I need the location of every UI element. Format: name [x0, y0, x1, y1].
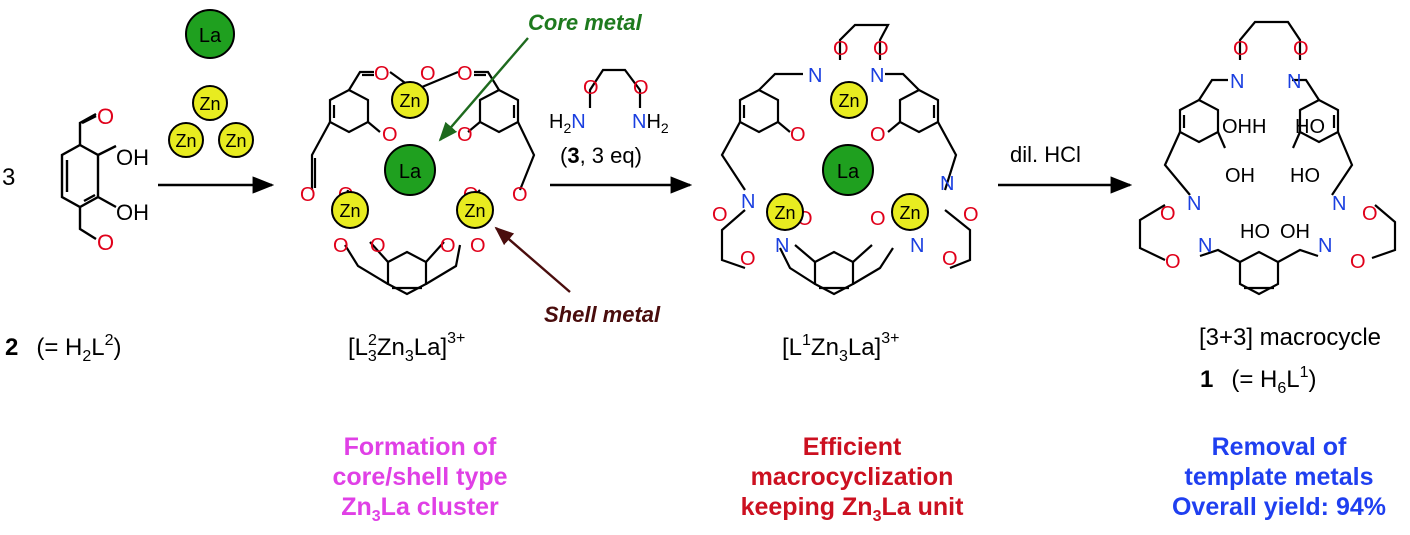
- compound-2-labels: 3 O O OH OH: [2, 104, 149, 255]
- compound-2-structure: [60, 112, 117, 241]
- macrocycle-label: 1(= H6L1): [1200, 364, 1317, 397]
- svg-text:Zn: Zn: [899, 203, 920, 223]
- svg-text:Zn: Zn: [175, 131, 196, 151]
- atom-oh: OH: [116, 200, 149, 225]
- acid-reagent: dil. HCl: [1010, 142, 1081, 167]
- svg-text:O: O: [833, 38, 849, 60]
- svg-text:O: O: [963, 204, 979, 226]
- svg-text:O: O: [1350, 251, 1366, 273]
- svg-text:O: O: [300, 184, 316, 206]
- svg-text:N: N: [741, 191, 755, 213]
- cluster-skeleton: [310, 70, 536, 296]
- svg-text:O: O: [374, 63, 390, 85]
- shell-metal-pointer: [494, 226, 571, 293]
- svg-text:H2N: H2N: [549, 111, 586, 136]
- caption-step-1: Formation of core/shell type Zn3La clust…: [332, 433, 508, 525]
- svg-text:O: O: [870, 124, 886, 146]
- diamine-labels: O O H2N NH2: [549, 77, 669, 136]
- svg-text:N: N: [910, 235, 924, 257]
- svg-text:O: O: [440, 235, 456, 257]
- reagent-zn-balls: Zn Zn Zn: [168, 85, 254, 158]
- svg-text:O: O: [870, 208, 886, 230]
- svg-text:NH2: NH2: [632, 111, 669, 136]
- svg-text:Zn: Zn: [464, 201, 485, 221]
- svg-text:O: O: [1362, 203, 1378, 225]
- svg-text:La: La: [199, 25, 222, 47]
- svg-text:O: O: [457, 124, 473, 146]
- complex-metals: Zn Zn Zn La: [766, 81, 929, 231]
- svg-text:HO: HO: [1240, 221, 1270, 243]
- caption-step-2: Efficient macrocyclization keeping Zn3La…: [740, 433, 964, 525]
- svg-text:OH: OH: [1280, 221, 1310, 243]
- svg-text:OHH: OHH: [1222, 116, 1266, 138]
- atom-oh: OH: [116, 145, 149, 170]
- compound-2-label: 2(= H2L2): [5, 332, 122, 365]
- svg-text:O: O: [873, 38, 889, 60]
- svg-text:La: La: [399, 161, 422, 183]
- reagent-la-ball: La: [185, 9, 235, 59]
- svg-text:Zn: Zn: [774, 203, 795, 223]
- complex-heteroatoms: O O N N O O N O N O O N O O N O: [712, 38, 979, 270]
- svg-text:O: O: [790, 124, 806, 146]
- cluster-metals: Zn Zn Zn La: [331, 81, 494, 229]
- svg-text:O: O: [382, 124, 398, 146]
- svg-text:N: N: [870, 65, 884, 87]
- stoich-3: 3: [2, 164, 15, 191]
- svg-text:Zn: Zn: [199, 94, 220, 114]
- svg-text:O: O: [583, 77, 599, 99]
- macrocycle-heteroatoms: O O N N OHH HO OH HO N O N O HO OH O N N…: [1160, 38, 1378, 273]
- svg-text:Zn: Zn: [838, 91, 859, 111]
- core-metal-callout: Core metal: [528, 10, 643, 35]
- complex-label: [L1Zn3La]3+: [782, 330, 899, 365]
- svg-text:HO: HO: [1290, 165, 1320, 187]
- svg-text:HO: HO: [1295, 116, 1325, 138]
- atom-o: O: [97, 230, 114, 255]
- svg-text:N: N: [808, 65, 822, 87]
- diamine-structure: [588, 68, 642, 108]
- svg-text:O: O: [1165, 251, 1181, 273]
- svg-text:N: N: [940, 173, 954, 195]
- svg-text:N: N: [775, 235, 789, 257]
- svg-text:N: N: [1287, 71, 1301, 93]
- diamine-label: (3, 3 eq): [560, 143, 642, 168]
- svg-text:N: N: [1332, 193, 1346, 215]
- macrocycle-name: [3+3] macrocycle: [1199, 324, 1381, 351]
- svg-text:Zn: Zn: [339, 201, 360, 221]
- caption-step-3: Removal of template metals Overall yield…: [1171, 433, 1386, 521]
- svg-text:O: O: [740, 248, 756, 270]
- svg-text:O: O: [1233, 38, 1249, 60]
- svg-text:O: O: [512, 184, 528, 206]
- svg-text:O: O: [470, 235, 486, 257]
- svg-text:Zn: Zn: [225, 131, 246, 151]
- svg-text:N: N: [1230, 71, 1244, 93]
- svg-text:O: O: [1293, 38, 1309, 60]
- svg-text:O: O: [457, 63, 473, 85]
- svg-text:O: O: [633, 77, 649, 99]
- cluster-oxygens: O O O O O O O O O O O O O: [300, 63, 528, 257]
- atom-o: O: [97, 104, 114, 129]
- svg-text:N: N: [1187, 193, 1201, 215]
- svg-text:O: O: [712, 204, 728, 226]
- svg-text:O: O: [942, 248, 958, 270]
- svg-text:O: O: [333, 235, 349, 257]
- svg-text:O: O: [420, 63, 436, 85]
- svg-text:O: O: [370, 235, 386, 257]
- shell-metal-callout: Shell metal: [544, 302, 661, 327]
- svg-text:N: N: [1198, 235, 1212, 257]
- svg-text:Zn: Zn: [399, 91, 420, 111]
- complex-skeleton: [720, 23, 972, 296]
- svg-text:N: N: [1318, 235, 1332, 257]
- svg-text:OH: OH: [1225, 165, 1255, 187]
- svg-text:La: La: [837, 161, 860, 183]
- core-metal-pointer: [438, 37, 529, 142]
- macrocycle-skeleton: [1138, 20, 1397, 296]
- svg-text:O: O: [1160, 203, 1176, 225]
